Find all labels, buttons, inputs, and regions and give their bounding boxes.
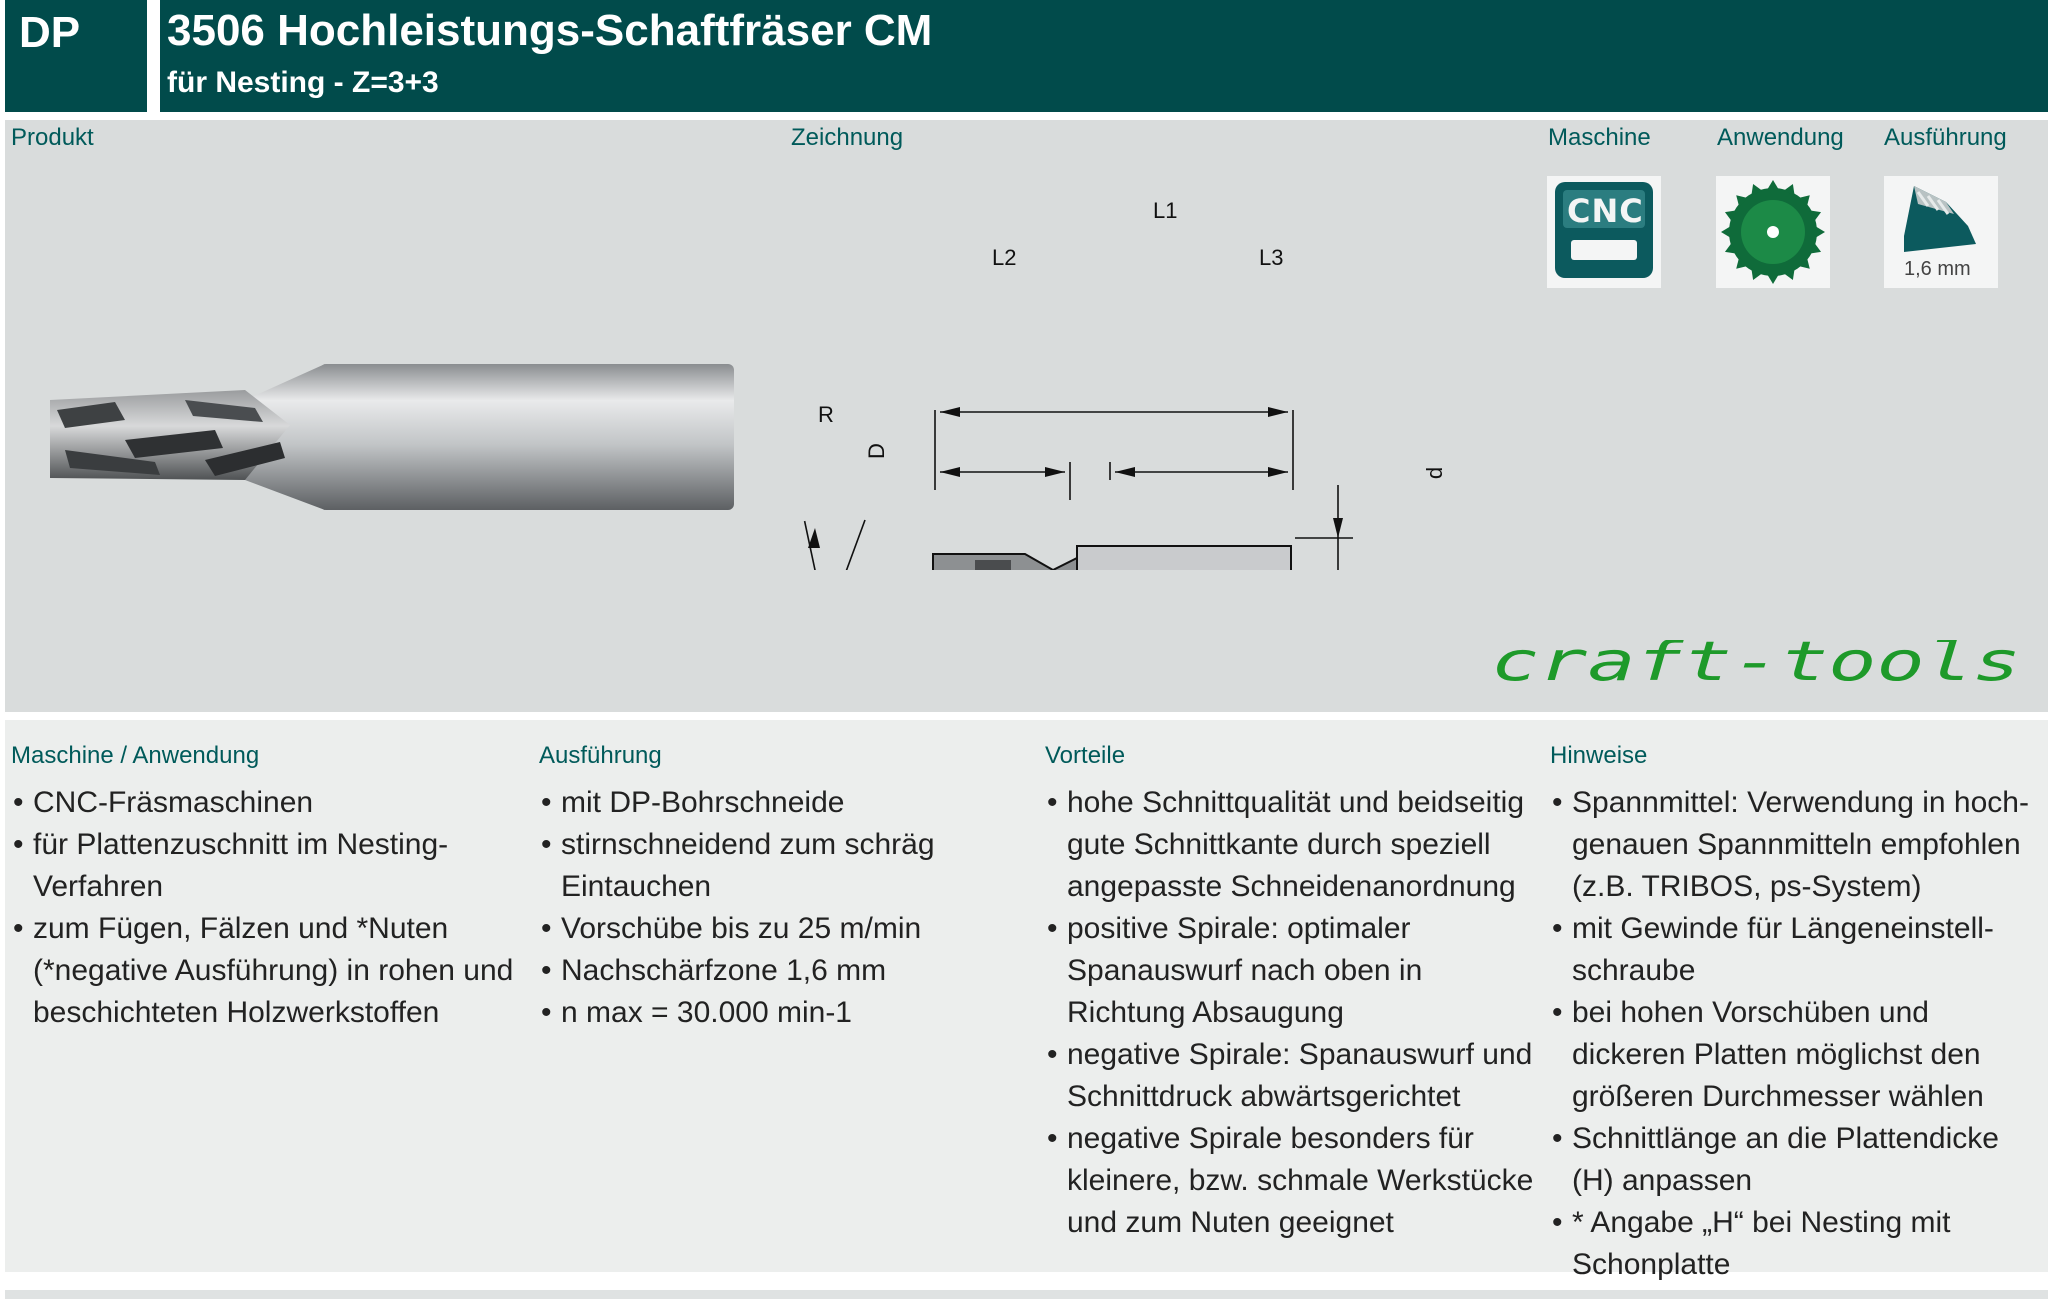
bullet-list: CNC-Fräsmaschinen für Plattenzuschnitt i…: [11, 782, 531, 1034]
list-item: negative Spirale: Spanauswurf und Schnit…: [1045, 1034, 1537, 1118]
produkt-label: Produkt: [11, 124, 94, 151]
anwendung-label: Anwendung: [1717, 124, 1844, 151]
product-image: [50, 364, 734, 510]
ausfuehrung-caption: 1,6 mm: [1904, 258, 1971, 280]
header-divider: [147, 0, 160, 112]
list-item: stirnschneidend zum schräg Eintauchen: [539, 824, 981, 908]
material-code: DP: [19, 8, 81, 57]
list-item: negative Spirale besonders für kleinere,…: [1045, 1118, 1537, 1244]
page-subtitle: für Nesting - Z=3+3: [167, 66, 439, 99]
dim-L2-label: L2: [992, 245, 1017, 270]
list-item: Spannmittel: Verwendung in hoch-genauen …: [1550, 782, 2042, 908]
ausfuehrung-label: Ausführung: [1884, 124, 2007, 151]
bullet-list: Spannmittel: Verwendung in hoch-genauen …: [1550, 782, 2045, 1286]
dim-L3-label: L3: [1259, 245, 1284, 270]
column-ausfuehrung: Ausführung mit DP-Bohrschneide stirnschn…: [539, 742, 1039, 1034]
column-title: Maschine / Anwendung: [11, 742, 260, 769]
column-hinweise: Hinweise Spannmittel: Verwendung in hoch…: [1550, 742, 2045, 1286]
column-vorteile: Vorteile hohe Schnittqualität und beidse…: [1045, 742, 1545, 1244]
list-item: CNC-Fräsmaschinen: [11, 782, 531, 824]
list-item: bei hohen Vorschüben und dickeren Platte…: [1550, 992, 2042, 1118]
technical-drawing: [803, 407, 1353, 570]
bullet-list: hohe Schnittqualität und beidseitig gute…: [1045, 782, 1545, 1244]
list-item: Schnittlänge an die Plattendicke (H) anp…: [1550, 1118, 2042, 1202]
zeichnung-label: Zeichnung: [791, 124, 904, 151]
column-title: Vorteile: [1045, 742, 1126, 769]
details-panel: Maschine / Anwendung CNC-Fräsmaschinen f…: [5, 720, 2048, 1281]
column-title: Ausführung: [539, 742, 662, 769]
list-item: Vorschübe bis zu 25 m/min: [539, 908, 1039, 950]
footer-divider: [5, 1290, 2048, 1299]
product-panel: Produkt Zeichnung Maschine Anwendung Aus…: [5, 120, 2048, 712]
list-item: zum Fügen, Fälzen und *Nuten (*negative …: [11, 908, 533, 1034]
dim-L1-label: L1: [1153, 198, 1178, 223]
bullet-list: mit DP-Bohrschneide stirnschneidend zum …: [539, 782, 1039, 1034]
saw-blade-icon: [1716, 176, 1830, 288]
dim-D-label: D: [863, 443, 889, 459]
cnc-machine-icon: CNC: [1547, 176, 1661, 288]
list-item: n max = 30.000 min-1: [539, 992, 1039, 1034]
column-maschine-anwendung: Maschine / Anwendung CNC-Fräsmaschinen f…: [11, 742, 531, 1034]
column-title: Hinweise: [1550, 742, 1648, 769]
list-item: mit DP-Bohrschneide: [539, 782, 1039, 824]
page-title: 3506 Hochleistungs-Schaftfräser CM: [167, 6, 933, 55]
list-item: positive Spirale: optimaler Spanauswurf …: [1045, 908, 1467, 1034]
brand-logo: craft-tools: [1491, 630, 2031, 695]
header-bar: DP 3506 Hochleistungs-Schaftfräser CM fü…: [5, 0, 2048, 112]
cnc-icon-text: CNC: [1567, 192, 1644, 230]
material-code-box: DP: [5, 0, 140, 112]
list-item: hohe Schnittqualität und beidseitig gute…: [1045, 782, 1537, 908]
brand-text: craft-tools: [1491, 640, 2021, 690]
list-item: Nachschärfzone 1,6 mm: [539, 950, 1039, 992]
maschine-label: Maschine: [1548, 124, 1651, 151]
dim-d-label: d: [1422, 466, 1448, 480]
dim-R-label: R: [818, 402, 834, 427]
list-item: für Plattenzuschnitt im Nesting-Verfahre…: [11, 824, 473, 908]
list-item: mit Gewinde für Längeneinstell-schraube: [1550, 908, 2042, 992]
list-item: * Angabe „H“ bei Nesting mit Schonplatte: [1550, 1202, 2042, 1286]
cutting-edge-icon: 1,6 mm: [1884, 176, 1998, 288]
